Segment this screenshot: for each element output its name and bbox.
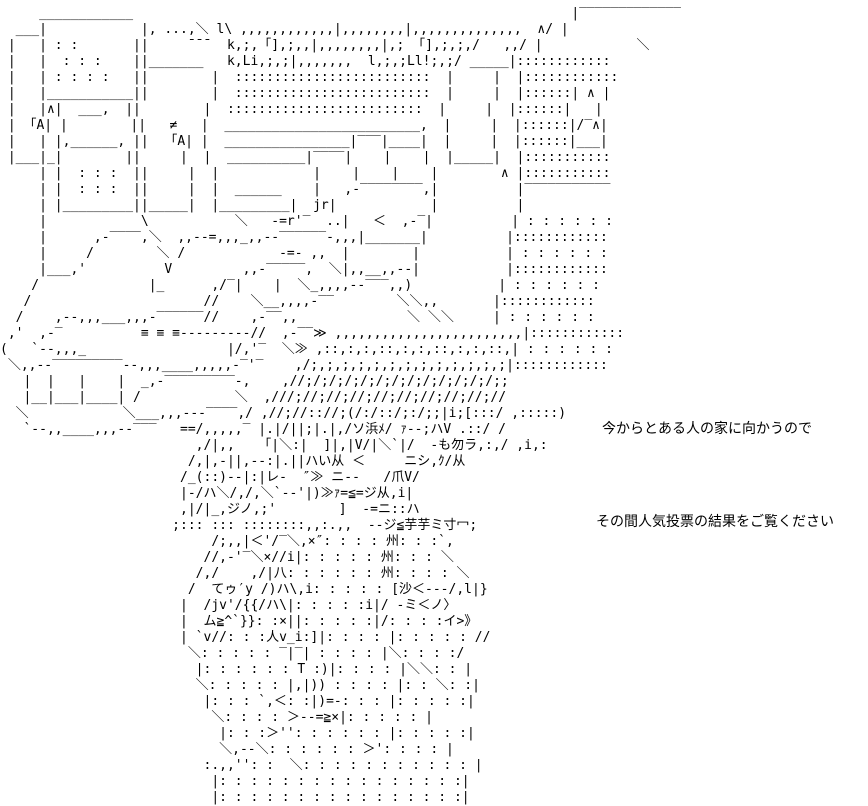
dialogue-line-1: 今からとある人の家に向かうので [602, 421, 812, 437]
dialogue-block: 今からとある人の家に向かうので その間人気投票の結果をご覧ください [596, 352, 868, 600]
screenshot-root: ____________ |‾‾‾‾‾‾‾‾‾‾‾‾‾ ___| |, ...,… [0, 6, 868, 805]
dialogue-line-2: その間人気投票の結果をご覧ください [596, 514, 834, 530]
ascii-art-canvas: ____________ |‾‾‾‾‾‾‾‾‾‾‾‾‾ ___| |, ...,… [0, 6, 681, 805]
